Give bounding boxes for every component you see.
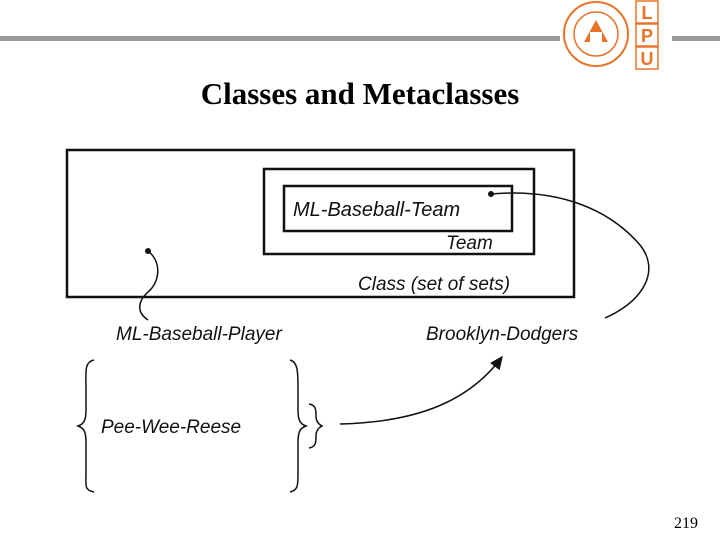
slide-title: Classes and Metaclasses	[200, 76, 520, 111]
logo-graphic: L P U	[563, 0, 659, 70]
team-label: Team	[446, 233, 493, 254]
header-bar-left	[0, 36, 560, 41]
page-number: 219	[674, 515, 698, 532]
inner-right-brace	[308, 403, 324, 449]
outer-left-brace	[75, 359, 95, 493]
header-bar-right	[672, 36, 720, 41]
ml-baseball-team-label: ML-Baseball-Team	[293, 199, 461, 221]
member-arrow	[339, 355, 503, 425]
team-connector-line	[490, 192, 650, 319]
university-logo: L P U	[560, 0, 672, 72]
logo-letter-u: U	[641, 49, 654, 69]
ml-baseball-team-box	[282, 184, 514, 233]
ml-baseball-player-label: ML-Baseball-Player	[116, 324, 282, 345]
class-set-of-sets-label: Class (set of sets)	[358, 274, 511, 295]
pee-wee-reese-label: Pee-Wee-Reese	[101, 417, 242, 438]
logo-letter-l: L	[642, 3, 653, 23]
brooklyn-dodgers-label: Brooklyn-Dodgers	[426, 324, 579, 345]
outer-class-box	[65, 148, 576, 299]
outer-right-brace	[289, 359, 309, 493]
player-connector-line	[139, 250, 159, 321]
logo-letter-p: P	[641, 26, 653, 46]
team-box	[262, 167, 536, 256]
